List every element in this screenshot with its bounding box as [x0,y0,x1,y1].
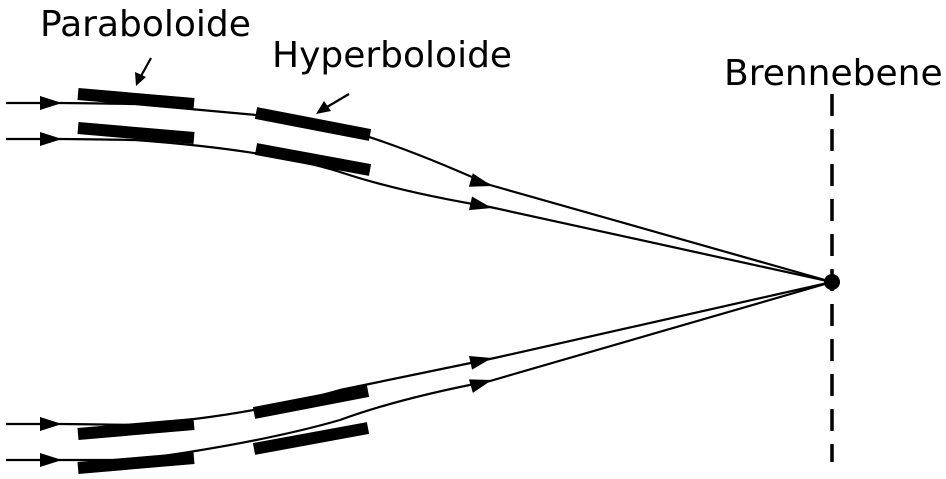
paraboloid-mirror-lower-outer [77,452,195,474]
arrowhead-in-3 [40,417,62,431]
hyperboloid-mirror-upper-inner [254,143,372,176]
arrowhead-conv-4 [468,379,492,393]
label-paraboloide: Paraboloide [40,4,251,45]
arrowhead-conv-1 [468,173,492,187]
paraboloide-pointer-head [135,72,146,86]
paraboloid-mirror-upper-inner [77,122,195,144]
hyperboloide-pointer-line [326,93,350,108]
ray-upper-1 [6,101,833,284]
paraboloide-pointer-line [140,57,152,77]
label-hyperboloide: Hyperboloide [272,35,513,76]
label-brennebene: Brennebene [724,53,943,94]
arrowhead-in-1 [40,96,62,110]
paraboloid-mirror-lower-inner [77,418,195,440]
arrowhead-conv-2 [469,196,492,211]
arrowhead-in-2 [40,132,62,146]
paraboloid-mirror-upper-outer [77,88,195,110]
arrowhead-in-4 [40,453,62,467]
ray-lower-1 [6,280,833,427]
hyperboloid-mirror-lower-inner [252,385,370,419]
arrowhead-conv-3 [468,356,492,370]
ray-lower-2 [6,280,833,462]
ray-upper-2 [6,137,833,284]
hyperboloid-mirror-lower-outer [252,422,370,455]
hyperboloide-pointer-head [316,101,331,114]
